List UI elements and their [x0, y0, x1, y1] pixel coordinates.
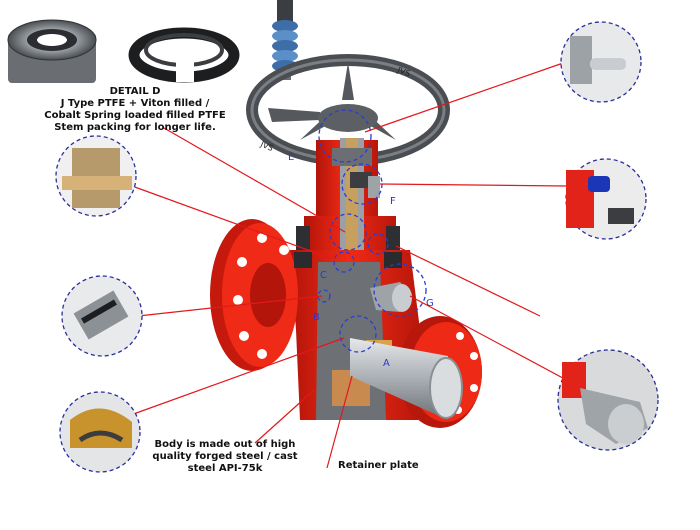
detail-ring-d	[329, 213, 367, 251]
detail-line-1: J Type PTFE + Viton filled /	[60, 98, 210, 109]
leader-packing-insert	[131, 185, 331, 259]
callout-detail-e	[560, 21, 642, 103]
marker-c: C	[320, 270, 327, 281]
body-caption: Body is made out of high quality forged …	[150, 439, 300, 475]
body-line-3: steel API-75k	[187, 463, 263, 474]
detail-line-3: Stem packing for longer life.	[54, 122, 216, 133]
leader-lines	[127, 61, 575, 469]
left-callouts	[55, 135, 143, 473]
leader-seat-b	[137, 295, 323, 317]
body-line-1: Body is made out of high	[154, 439, 296, 450]
marker-a: A	[383, 358, 390, 369]
grease-fitting	[350, 172, 380, 198]
callout-detail-f	[565, 158, 647, 240]
packing-ring-image	[128, 27, 240, 83]
leader-detail-f	[379, 183, 567, 187]
retainer-plate-caption: Retainer plate	[338, 460, 419, 471]
detail-ring-a	[339, 315, 377, 353]
callout-packing-insert	[55, 135, 137, 217]
marker-g: G	[426, 298, 434, 309]
leader-retainer	[326, 375, 353, 469]
leader-seat-insert	[127, 337, 345, 417]
leader-bonnet-bolt	[395, 245, 541, 317]
marker-f: F	[390, 196, 396, 207]
right-callouts	[557, 21, 659, 451]
marker-e: E	[288, 152, 295, 163]
leader-body	[254, 389, 315, 444]
callout-seat-insert	[59, 391, 141, 473]
detail-ring-e	[318, 109, 372, 163]
detail-ring-b	[317, 289, 331, 303]
right-flange	[350, 316, 482, 428]
detail-ring-c	[333, 251, 355, 273]
bonnet-bolts	[294, 226, 412, 312]
detail-line-2: Cobalt Spring loaded filled PTFE	[44, 110, 226, 121]
handwheel-logo-right: JVS	[395, 65, 411, 78]
detail-ring-g	[373, 263, 427, 317]
bearing-image	[7, 19, 97, 83]
leader-detail-e	[364, 61, 567, 133]
body-line-2: quality forged steel / cast	[152, 451, 298, 462]
detail-ring-d2	[367, 233, 389, 255]
leader-detail-g	[409, 295, 575, 385]
leader-detail-d	[163, 127, 346, 233]
detail-d-caption: DETAIL D J Type PTFE + Viton filled / Co…	[40, 86, 230, 134]
callout-seat-b	[61, 275, 143, 357]
left-flange	[210, 219, 298, 371]
detail-title: DETAIL D	[109, 86, 161, 97]
marker-b: B	[313, 312, 320, 323]
callout-detail-g	[557, 349, 659, 451]
